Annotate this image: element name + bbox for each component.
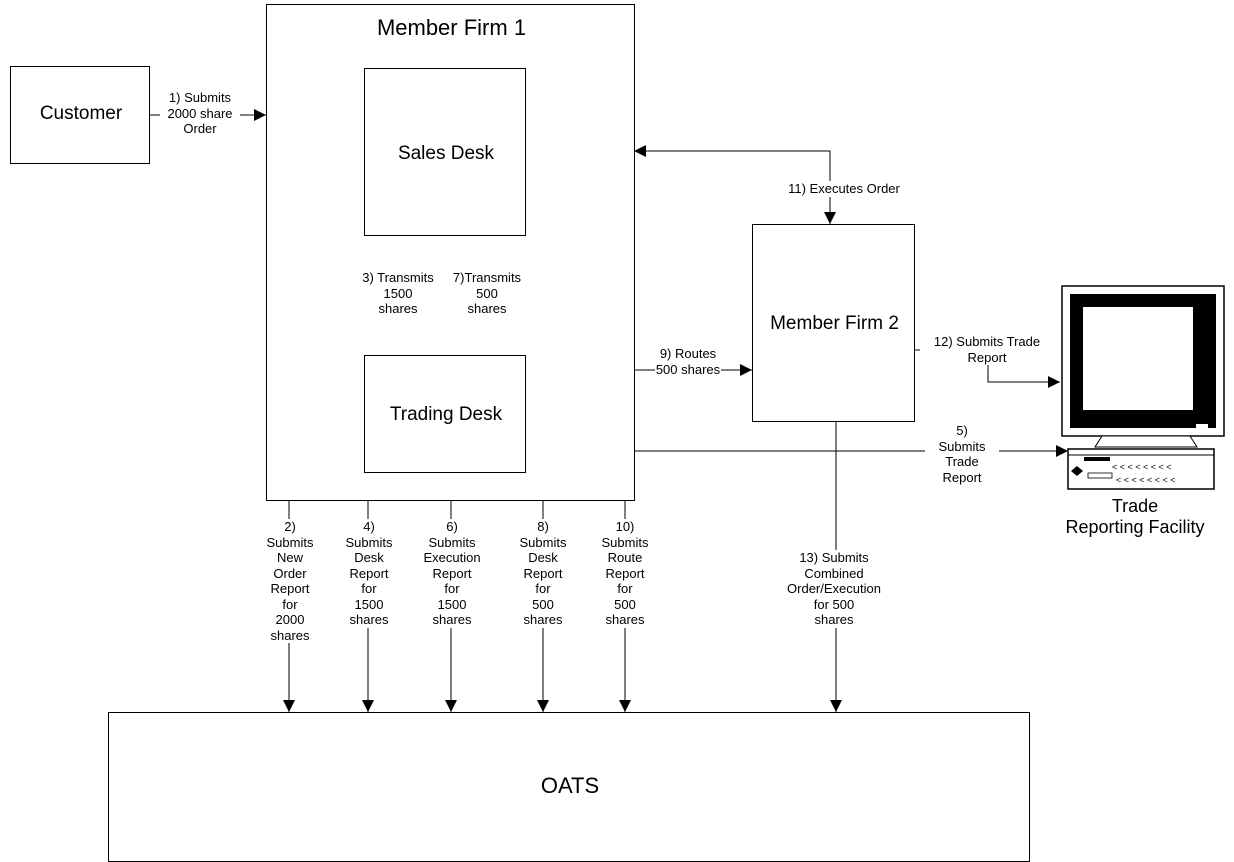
member-firm-2-label: Member Firm 2 xyxy=(770,313,899,334)
member-firm-1-title: Member Firm 1 xyxy=(376,15,527,40)
step-3-label: 3) Transmits 1500 shares xyxy=(360,270,436,317)
step-9-label: 9) Routes 500 shares xyxy=(655,346,721,377)
sales-desk-label: Sales Desk xyxy=(397,143,495,164)
arrow-step-11 xyxy=(634,145,836,224)
step-2-label: 2) Submits New Order Report for 2000 sha… xyxy=(262,519,318,643)
oats-box: OATS xyxy=(108,712,1030,862)
trading-desk-label: Trading Desk xyxy=(389,404,503,425)
step-13-label: 13) Submits Combined Order/Execution for… xyxy=(778,550,890,628)
member-firm-2-box: Member Firm 2 xyxy=(752,224,915,422)
step-7-label: 7)Transmits 500 shares xyxy=(443,270,531,317)
step-1-label: 1) Submits 2000 share Order xyxy=(160,90,240,137)
customer-label: Customer xyxy=(39,103,123,124)
sales-desk-box: Sales Desk xyxy=(364,68,526,236)
svg-text:< < < < < < < <: < < < < < < < < xyxy=(1116,475,1176,485)
step-10-label: 10) Submits Route Report for 500 shares xyxy=(597,519,653,628)
step-4-label: 4) Submits Desk Report for 1500 shares xyxy=(341,519,397,628)
customer-box: Customer xyxy=(10,66,150,164)
svg-text:< < < < < < < <: < < < < < < < < xyxy=(1112,462,1172,472)
step-12-label: 12) Submits Trade Report xyxy=(920,334,1054,365)
step-5-label: 5) Submits Trade Report xyxy=(925,423,999,485)
step-6-label: 6) Submits Execution Report for 1500 sha… xyxy=(414,519,490,628)
trf-label: Trade Reporting Facility xyxy=(1065,496,1205,537)
step-8-label: 8) Submits Desk Report for 500 shares xyxy=(515,519,571,628)
computer-terminal-icon: < < < < < < < < < < < < < < < < xyxy=(1061,285,1225,490)
oats-label: OATS xyxy=(540,773,600,798)
step-11-label: 11) Executes Order xyxy=(777,181,911,197)
trading-desk-box: Trading Desk xyxy=(364,355,526,473)
